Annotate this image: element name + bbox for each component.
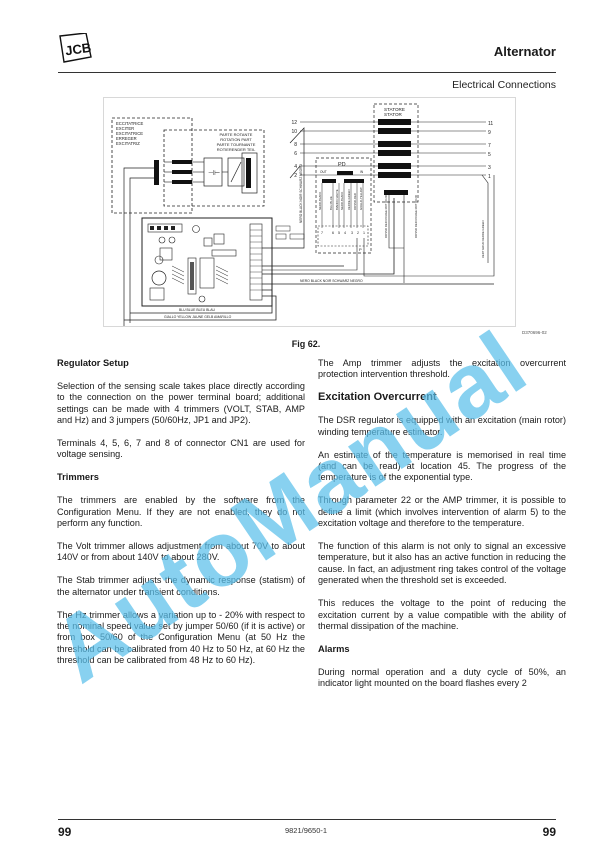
paragraph: The Volt trimmer allows adjustment from … — [57, 540, 305, 563]
svg-text:VERDE-GREEN: VERDE-GREEN — [347, 189, 351, 210]
svg-text:ERREGER: ERREGER — [116, 136, 137, 141]
paragraph: The Stab trimmer adjusts the dynamic res… — [57, 575, 305, 597]
svg-text:8: 8 — [294, 142, 297, 148]
svg-text:PARTE TOURNANTE: PARTE TOURNANTE — [217, 142, 256, 147]
svg-text:BLU BLUE BLEU BLAU: BLU BLUE BLEU BLAU — [179, 308, 216, 312]
paragraph: The DSR regulator is equipped with an ex… — [318, 415, 566, 437]
svg-text:1: 1 — [363, 231, 365, 235]
svg-text:1: 1 — [488, 174, 491, 180]
paragraph: This reduces the voltage to the point of… — [318, 598, 566, 631]
svg-text:EXCITATRICE: EXCITATRICE — [116, 131, 143, 136]
paragraph: The trimmers are enabled by the software… — [57, 495, 305, 529]
header-divider — [58, 72, 556, 73]
svg-text:12: 12 — [291, 120, 297, 126]
heading-alarms: Alarms — [318, 643, 350, 654]
svg-text:⊣⊢: ⊣⊢ — [208, 170, 220, 177]
svg-text:6: 6 — [294, 151, 297, 157]
paragraph: Through parameter 22 or the AMP trimmer,… — [318, 495, 566, 529]
svg-text:ECCITATRICE: ECCITATRICE — [116, 121, 144, 126]
page-number-left: 99 — [58, 825, 72, 839]
svg-text:3: 3 — [488, 165, 491, 171]
svg-text:NERO BLACK NOIR SCHWARZ NEGRO: NERO BLACK NOIR SCHWARZ NEGRO — [299, 164, 303, 223]
svg-text:ROTIERENDER TEIL: ROTIERENDER TEIL — [217, 147, 256, 152]
svg-text:ROSSO RED ROUGE ROT ROJO: ROSSO RED ROUGE ROT ROJO — [384, 194, 388, 238]
document-number: 9821/9650-1 — [284, 826, 328, 835]
svg-text:STATORE: STATORE — [384, 107, 405, 112]
svg-text:PD: PD — [338, 162, 346, 168]
figure-caption: Fig 62. — [291, 339, 321, 349]
paragraph: During normal operation and a duty cycle… — [318, 666, 566, 689]
left-column: Regulator Setup Selection of the sensing… — [57, 358, 305, 678]
svg-text:VERT GRUN VERDE GREEN: VERT GRUN VERDE GREEN — [481, 220, 485, 258]
svg-text:9: 9 — [488, 130, 491, 136]
svg-text:ROSSO-RED: ROSSO-RED — [353, 193, 357, 210]
svg-text:GIALLO-YELLOW: GIALLO-YELLOW — [359, 187, 363, 210]
svg-text:STATOR: STATOR — [384, 112, 403, 117]
svg-text:NERO BLACK NOIR SCHWARZ NEGRO: NERO BLACK NOIR SCHWARZ NEGRO — [300, 279, 363, 283]
section-subtitle: Electrical Connections — [452, 79, 556, 91]
svg-text:IN: IN — [360, 170, 364, 174]
svg-text:5: 5 — [338, 231, 340, 235]
svg-text:NERO-BLACK: NERO-BLACK — [318, 192, 322, 210]
figure-code: D370696-02 — [522, 330, 547, 335]
svg-text:3: 3 — [351, 231, 353, 235]
paragraph: The Amp trimmer adjusts the excitation o… — [318, 358, 566, 380]
svg-text:P: P — [359, 247, 362, 252]
svg-text:6: 6 — [332, 231, 334, 235]
svg-text:7: 7 — [488, 143, 491, 149]
svg-text:BLU-BLUE: BLU-BLUE — [329, 196, 333, 210]
svg-text:OUT: OUT — [320, 170, 327, 174]
heading-regulator-setup: Regulator Setup — [57, 358, 129, 368]
paragraph: The function of this alarm is not only t… — [318, 540, 566, 586]
paragraph: The Hz trimmer allows a variation up to … — [57, 609, 305, 666]
section-title: Alternator — [493, 44, 556, 59]
svg-text:4: 4 — [344, 231, 346, 235]
svg-text:ROSSO RED ROUGE ROT ROJO: ROSSO RED ROUGE ROT ROJO — [414, 194, 418, 238]
svg-text:7: 7 — [321, 231, 323, 235]
svg-text:5: 5 — [488, 152, 491, 158]
svg-text:10: 10 — [291, 129, 297, 135]
svg-text:PARTE ROTANTE: PARTE ROTANTE — [220, 132, 253, 137]
page-number-right: 99 — [542, 825, 556, 839]
svg-text:4: 4 — [294, 164, 297, 170]
svg-text:2: 2 — [294, 173, 297, 179]
paragraph: Terminals 4, 5, 6, 7 and 8 of connector … — [57, 438, 305, 460]
jcb-logo: JCB — [58, 32, 92, 63]
svg-text:2: 2 — [357, 231, 359, 235]
svg-text:EXCITER: EXCITER — [116, 126, 134, 131]
svg-text:BIANCO-WHITE: BIANCO-WHITE — [335, 189, 339, 210]
wiring-diagram: ECCITATRICE EXCITER EXCITATRICE ERREGER … — [103, 97, 516, 333]
heading-trimmers: Trimmers — [57, 472, 99, 483]
footer-divider — [58, 819, 556, 820]
svg-text:ROTATION PART: ROTATION PART — [220, 137, 252, 142]
right-column: The Amp trimmer adjusts the excitation o… — [318, 358, 566, 701]
paragraph: Selection of the sensing scale takes pla… — [57, 380, 305, 426]
heading-excitation-overcurrent: Excitation Overcurrent — [318, 391, 437, 404]
svg-text:11: 11 — [488, 121, 493, 127]
svg-text:GIALLO YELLOW JAUNE GELB AMARI: GIALLO YELLOW JAUNE GELB AMARILLO — [164, 315, 232, 319]
svg-text:NERO-BLACK: NERO-BLACK — [340, 192, 344, 210]
paragraph: An estimate of the temperature is memori… — [318, 449, 566, 483]
svg-text:EXCITATRIZ: EXCITATRIZ — [116, 141, 140, 146]
svg-text:JCB: JCB — [64, 40, 92, 58]
exciter-label: ECCITATRICE EXCITER EXCITATRICE ERREGER … — [116, 121, 144, 146]
